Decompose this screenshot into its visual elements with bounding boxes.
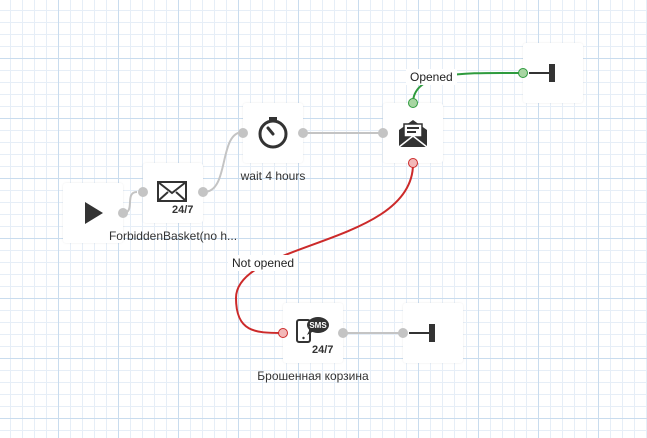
svg-text:SMS: SMS (309, 321, 327, 330)
check-in-port[interactable] (378, 128, 388, 138)
link-email-wait (203, 131, 244, 193)
email-node[interactable]: 24/7 (143, 163, 203, 223)
email-node-caption: ForbiddenBasket(no h... (108, 229, 238, 243)
email-in-port[interactable] (138, 187, 148, 197)
wait-out-port[interactable] (298, 128, 308, 138)
sms-in-port[interactable] (278, 328, 288, 338)
envelope-icon (157, 181, 187, 202)
stopwatch-icon (258, 117, 288, 149)
end-icon (529, 64, 555, 82)
check-not-opened-port[interactable] (408, 158, 418, 168)
sms-schedule-badge: 24/7 (312, 344, 334, 356)
end-top-in-port[interactable] (518, 68, 528, 78)
sms-out-port[interactable] (338, 328, 348, 338)
opened-branch-label: Opened (406, 69, 457, 85)
wait-in-port[interactable] (238, 128, 248, 138)
end-node-bottom[interactable] (403, 303, 463, 363)
end-bottom-in-port[interactable] (398, 328, 408, 338)
wait-node-caption: wait 4 hours (240, 169, 306, 183)
sms-phone-icon: SMS (296, 317, 329, 343)
end-icon (409, 324, 435, 342)
start-node[interactable] (63, 183, 123, 243)
play-icon (85, 202, 103, 224)
check-opened-port[interactable] (408, 98, 418, 108)
end-node-top[interactable] (523, 43, 583, 103)
email-out-port[interactable] (198, 187, 208, 197)
email-opened-check-node[interactable] (383, 103, 443, 163)
not-opened-branch-label: Not opened (228, 255, 299, 271)
opened-envelope-icon (398, 120, 428, 148)
wait-node[interactable] (243, 103, 303, 163)
sms-node[interactable]: SMS 24/7 (283, 303, 343, 363)
start-out-port[interactable] (118, 208, 128, 218)
link-not-opened-branch (234, 163, 414, 334)
email-schedule-badge: 24/7 (172, 204, 194, 216)
sms-node-caption: Брошенная корзина (257, 369, 369, 383)
